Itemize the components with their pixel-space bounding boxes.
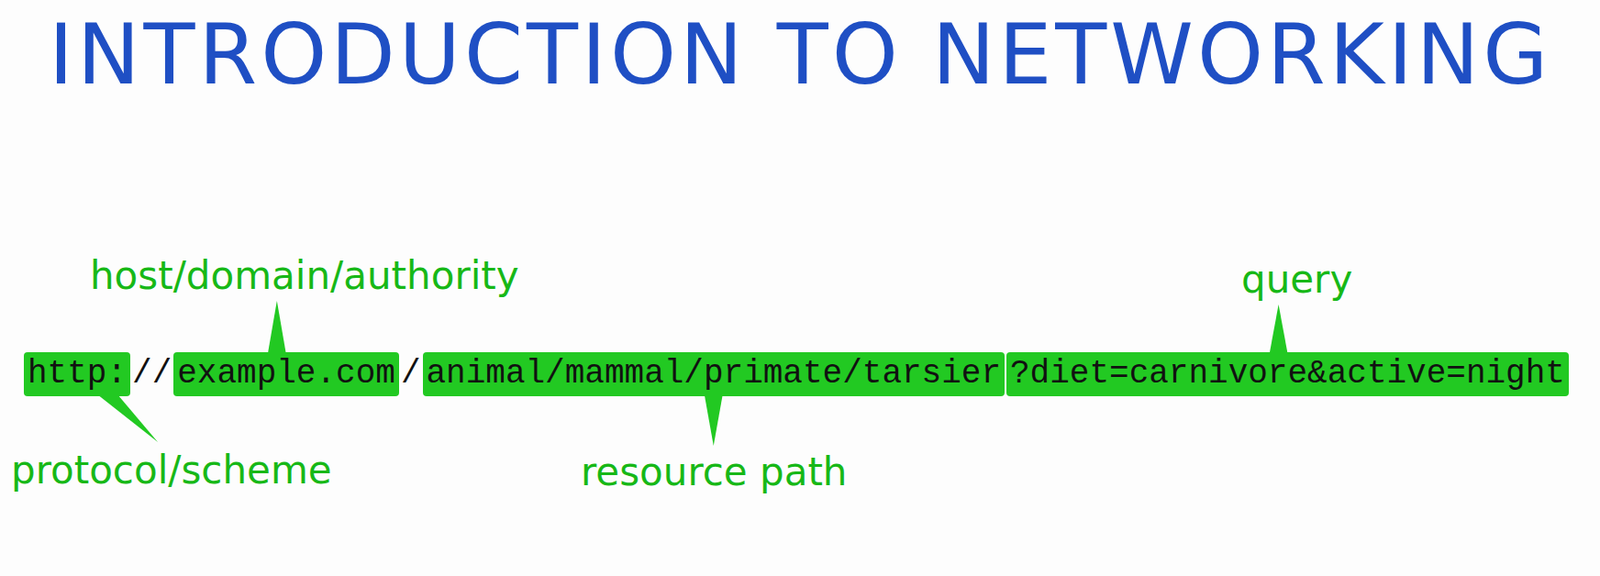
url-segment-box: example.com (173, 352, 400, 397)
url-separator: // (132, 352, 172, 397)
url-segment-box: http: (23, 352, 131, 397)
callout-pointer (267, 300, 287, 355)
callout-label: query (1241, 256, 1353, 303)
url-text: http: (27, 355, 127, 394)
url-text: animal/mammal/primate/tarsier (426, 355, 1002, 394)
url-text: ?diet=carnivore&active=night (1010, 355, 1566, 394)
url-separator: / (400, 352, 422, 397)
callout-label: host/domain/authority (89, 253, 520, 300)
callout-label: protocol/scheme (11, 447, 333, 494)
callout-pointer (1269, 304, 1289, 355)
callout-label: resource path (580, 449, 848, 496)
url-segment-box: animal/mammal/primate/tarsier (422, 352, 1006, 397)
title: INTRODUCTION TO NETWORKING (48, 5, 1552, 104)
callout-pointer (704, 394, 723, 446)
url-segment-box: ?diet=carnivore&active=night (1006, 352, 1569, 397)
callout-pointer (97, 394, 158, 443)
url-text: example.com (177, 355, 396, 394)
